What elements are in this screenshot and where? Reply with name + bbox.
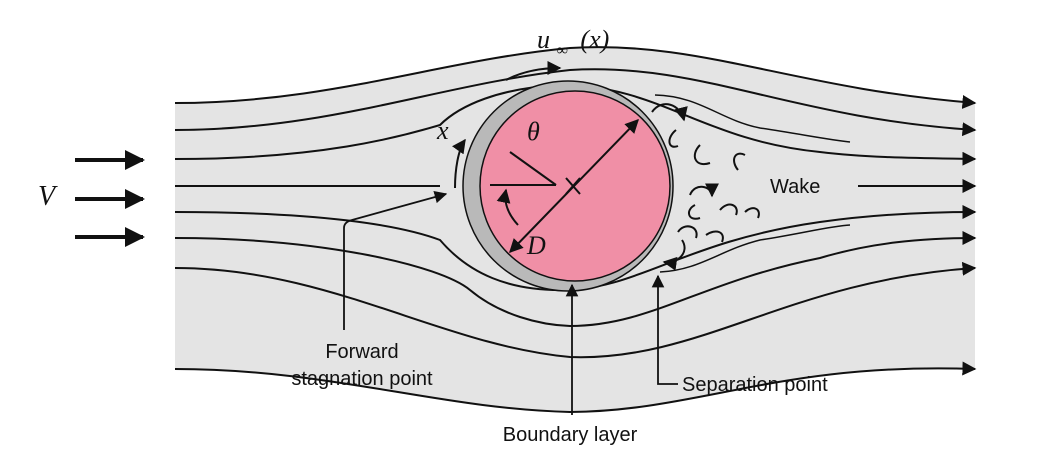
- forward-stagnation-label-line2: stagnation point: [291, 368, 433, 390]
- angle-arc-arrow: [496, 188, 519, 226]
- eddy-1: [651, 103, 688, 122]
- eddy-9: [677, 225, 698, 239]
- streamline-2: [174, 68, 977, 137]
- eddy-2: [668, 129, 679, 148]
- freestream-velocity-label: u ∞ (x): [537, 25, 609, 61]
- x-coordinate-label: x: [436, 116, 449, 145]
- wake-eddies: [651, 103, 760, 271]
- eddy-10: [705, 230, 724, 243]
- angle-label: θ: [527, 117, 540, 146]
- boundary-layer-label: Boundary layer: [503, 424, 638, 446]
- inlet-arrows: [75, 150, 145, 247]
- wake-boundary: [654, 94, 851, 273]
- freestream-argument: (x): [580, 25, 609, 54]
- velocity-label: V: [38, 181, 58, 212]
- x-coordinate-arrow: [452, 138, 466, 189]
- eddy-3: [693, 144, 711, 166]
- freestream-symbol: u: [537, 25, 550, 54]
- leader-lines: [343, 190, 678, 415]
- separation-point-leader: [651, 274, 678, 385]
- geometry-annotations: [452, 61, 639, 254]
- streamline-8: [174, 361, 977, 414]
- diameter-label: D: [526, 231, 546, 260]
- separation-point-label: Separation point: [682, 374, 828, 396]
- eddy-5: [689, 183, 719, 198]
- wake-label: Wake: [770, 176, 820, 198]
- eddy-11: [662, 239, 686, 271]
- center-cross-b: [565, 177, 581, 195]
- surface-flow-arrow: [505, 61, 562, 81]
- forward-stagnation-leader: [343, 190, 448, 330]
- eddy-7: [719, 203, 738, 216]
- angle-radius: [509, 151, 557, 186]
- streamline-6: [174, 231, 977, 328]
- forward-stagnation-label-line1: Forward: [325, 341, 398, 363]
- streamline-1: [174, 46, 977, 109]
- streamline-7: [174, 261, 977, 359]
- eddy-6: [688, 204, 701, 220]
- eddy-8: [744, 207, 760, 219]
- freestream-subscript: ∞: [557, 42, 568, 59]
- eddy-4: [733, 152, 746, 171]
